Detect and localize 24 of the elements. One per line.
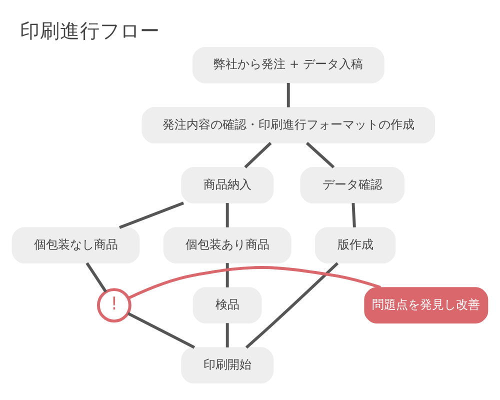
connector [127,312,196,348]
connector [226,262,229,287]
connector [286,82,290,107]
node-box: 商品納入 [181,166,274,203]
node-box: 印刷開始 [181,346,274,384]
connector [244,141,272,168]
node-box: 弊社から発注 + データ入稿 [192,46,384,83]
node-box: 問題点を発見し改善 [364,286,488,324]
node-box: 版作成 [314,226,396,263]
connector [352,202,356,227]
node-circle: ! [96,288,132,322]
diagram-title: 印刷進行フロー [20,19,160,42]
connector [226,322,229,347]
connector [226,202,229,227]
node-box: 個包装なし商品 [12,226,140,263]
connector [128,266,381,299]
connector [119,201,184,228]
connector [86,262,108,292]
connector [306,141,335,168]
node-box: データ確認 [300,166,405,203]
node-box: 個包装あり商品 [163,226,292,263]
node-box: 発注内容の確認・印刷進行フォーマットの作成 [142,106,436,143]
connector [245,262,339,348]
node-box: 検品 [192,286,262,324]
